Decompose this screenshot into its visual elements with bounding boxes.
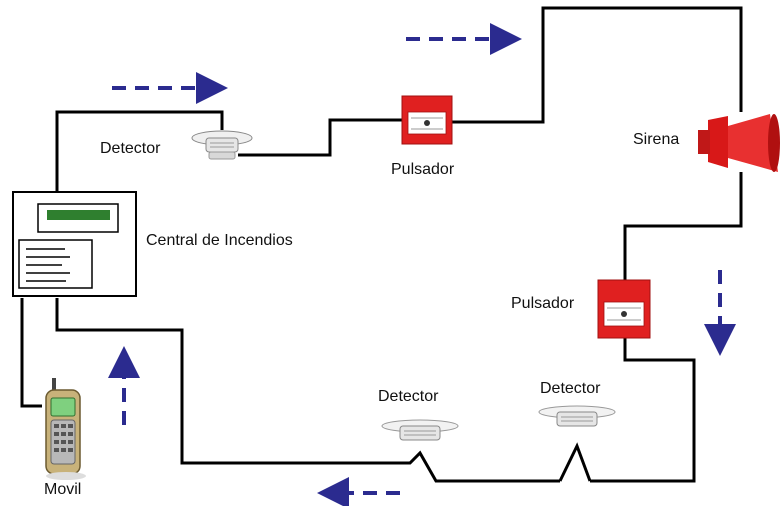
wire-sirena-to-pulsador — [623, 172, 743, 280]
manual-call-point-icon — [597, 279, 651, 339]
fire-control-panel-icon — [12, 191, 137, 297]
flow-arrows — [108, 23, 736, 509]
central-label: Central de Incendios — [146, 232, 293, 249]
pulsador-top-label: Pulsador — [391, 161, 455, 178]
wire-detector-to-pulsador — [238, 118, 402, 157]
sirena-label: Sirena — [633, 131, 680, 148]
manual-call-point-icon — [401, 95, 453, 145]
pulsador-right-label: Pulsador — [511, 295, 575, 312]
movil-label: Movil — [44, 481, 82, 498]
smoke-detector-icon — [191, 130, 253, 160]
smoke-detector-icon — [381, 419, 459, 441]
siren-horn-icon — [698, 114, 780, 172]
wire-panel-to-detector-top — [55, 110, 224, 192]
wire-pulsador-to-bottom — [590, 338, 696, 483]
smoke-detector-icon — [538, 405, 616, 427]
wire-pulsador-to-sirena — [452, 6, 743, 124]
detector-bottom-right-label: Detector — [540, 380, 601, 397]
wire-panel-to-movil — [20, 298, 42, 408]
mobile-phone-icon — [45, 378, 86, 480]
wiring-loop — [20, 6, 743, 483]
detector-bottom-mid-label: Detector — [378, 388, 439, 405]
wire-bottom-middle — [55, 298, 560, 483]
detector-top-label: Detector — [100, 140, 161, 157]
wire-detector-peak-right — [558, 442, 592, 482]
